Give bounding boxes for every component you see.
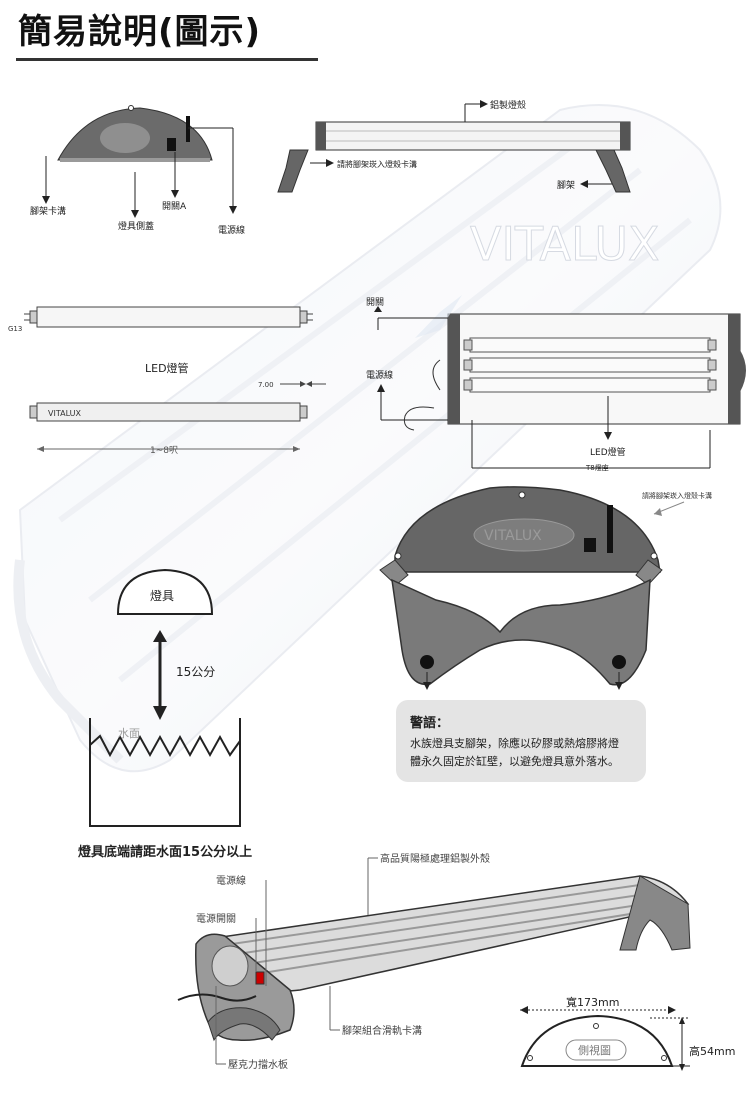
- side-view-diagram: [520, 1006, 690, 1071]
- label-leg: 腳架: [557, 180, 575, 191]
- label-tube-dim: 7.00: [258, 381, 274, 389]
- warning-line-1: 水族燈具支腳架，除應以矽膠或熱熔膠將燈: [410, 737, 619, 750]
- end-view-diagram: [379, 486, 685, 690]
- fixture-top-diagram: [277, 100, 631, 193]
- label-switch-a: 開關A: [162, 201, 187, 212]
- perspective-diagram: [177, 857, 691, 1065]
- label-persp-housing: 高品質陽極處理鋁製外殼: [380, 852, 490, 865]
- label-assembly-tube: LED燈管: [590, 446, 626, 458]
- distance-diagram: [89, 568, 241, 827]
- label-side-view: 側視圖: [578, 1043, 611, 1057]
- label-side-cover: 燈具側蓋: [118, 220, 154, 232]
- label-tube-length: 1~8呎: [150, 445, 178, 456]
- title-underline: [16, 58, 318, 61]
- label-assembly-switch: 開關: [366, 297, 384, 308]
- warning-box: [396, 700, 646, 782]
- warning-line-2: 體永久固定於缸壁，以避免燈具意外落水。: [410, 755, 619, 768]
- label-persp-switch: 電源開關: [196, 912, 236, 925]
- label-power-cord: 電源線: [218, 224, 245, 236]
- label-fixture: 燈具: [150, 588, 174, 603]
- warning-title: 警語：: [410, 716, 450, 731]
- background-watermark: VITALUX: [470, 217, 660, 271]
- label-persp-cord: 電源線: [216, 874, 246, 887]
- side-lid-diagram: [42, 105, 237, 218]
- end-view-brand: VITALUX: [484, 528, 542, 544]
- label-distance: 15公分: [176, 665, 215, 679]
- label-side-width: 寬173mm: [566, 995, 619, 1009]
- label-insert-leg: 請將腳架崁入燈殼卡溝: [337, 159, 417, 169]
- led-tube-diagram: [24, 306, 326, 452]
- tube-brand: VITALUX: [48, 409, 81, 418]
- distance-caption: 燈具底端請距水面15公分以上: [78, 844, 252, 860]
- label-persp-diffuser: 壓克力擋水板: [228, 1058, 288, 1071]
- label-side-height: 高54mm: [689, 1044, 735, 1058]
- label-led-tube: LED燈管: [145, 361, 189, 375]
- assembly-diagram: [374, 295, 746, 469]
- label-g13: G13: [8, 325, 22, 333]
- label-water: 水面: [118, 727, 140, 740]
- page-title: 簡易說明(圖示): [18, 12, 262, 52]
- label-assembly-cord: 電源線: [366, 369, 393, 381]
- label-assembly-cut: T8燈座: [585, 463, 609, 472]
- label-leg-slot: 腳架卡溝: [30, 205, 66, 217]
- label-end-insert-leg: 請將腳架崁入燈殼卡溝: [642, 491, 712, 500]
- label-persp-leg-rail: 腳架組合滑軌卡溝: [342, 1024, 422, 1037]
- label-housing: 鋁製燈殼: [490, 99, 526, 111]
